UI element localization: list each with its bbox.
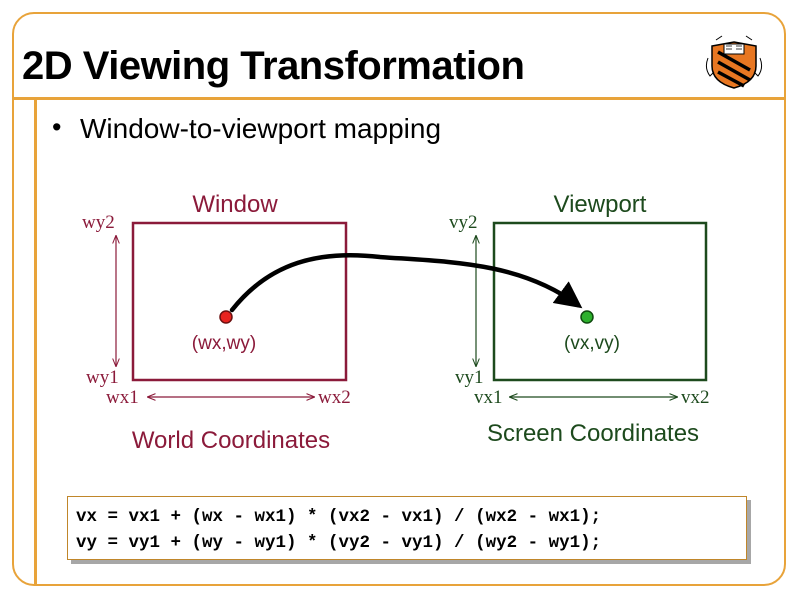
window-y-bottom-label: wy1	[86, 367, 119, 388]
world-coordinates-caption: World Coordinates	[132, 427, 330, 454]
viewport-point-dot	[580, 310, 594, 324]
viewport-title: Viewport	[554, 191, 647, 218]
viewport-rect	[492, 221, 708, 382]
bullet-marker: •	[52, 112, 62, 142]
viewport-y-top-label: vy2	[449, 212, 478, 233]
formula-box: vx = vx1 + (wx - wx1) * (vx2 - vx1) / (w…	[67, 496, 747, 560]
window-point-label: (wx,wy)	[192, 333, 256, 354]
screen-coordinates-caption: Screen Coordinates	[487, 420, 699, 447]
window-point-dot	[219, 310, 233, 324]
left-margin-rule	[34, 100, 37, 586]
window-x-right-label: wx2	[318, 387, 351, 408]
viewport-x-left-label: vx1	[474, 387, 503, 408]
window-title: Window	[192, 191, 278, 218]
window-rect	[131, 221, 348, 382]
bullet-text: Window-to-viewport mapping	[80, 113, 442, 144]
window-y-top-label: wy2	[82, 212, 115, 233]
formula-line-y: vy = vy1 + (wy - wy1) * (vy2 - vy1) / (w…	[76, 533, 602, 553]
slide-title: 2D Viewing Transformation	[22, 44, 525, 88]
slide-frame	[12, 12, 786, 586]
viewport-y-bottom-label: vy1	[455, 367, 484, 388]
viewport-x-right-label: vx2	[681, 387, 710, 408]
title-divider	[13, 97, 786, 100]
formula-line-x: vx = vx1 + (wx - wx1) * (vx2 - vx1) / (w…	[76, 507, 602, 527]
window-x-left-label: wx1	[106, 387, 139, 408]
princeton-shield-icon	[705, 35, 763, 89]
mapping-arrow	[229, 252, 583, 313]
viewport-point-label: (vx,vy)	[564, 333, 620, 354]
